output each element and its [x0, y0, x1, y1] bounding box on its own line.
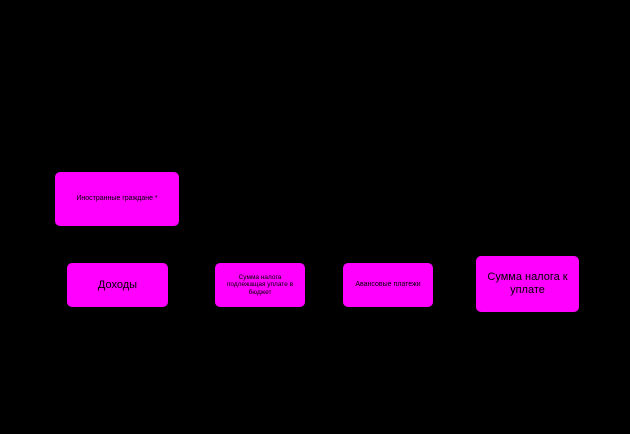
node-tax-payable-to-budget: Сумма налога подлежащая уплате в бюджет — [215, 263, 305, 307]
node-advance-payments-label: Авансовые платежи — [355, 280, 421, 288]
node-income-label: Доходы — [97, 278, 138, 291]
node-income: Доходы — [67, 263, 168, 307]
node-advance-payments: Авансовые платежи — [343, 263, 433, 307]
node-tax-amount-due-label: Сумма налога к уплате — [487, 271, 568, 296]
node-tax-payable-to-budget-label: Сумма налога подлежащая уплате в бюджет — [226, 273, 294, 296]
node-foreign-citizens-label: Иностранные граждане * — [76, 194, 158, 202]
node-tax-amount-due: Сумма налога к уплате — [476, 256, 579, 312]
node-foreign-citizens: Иностранные граждане * — [55, 172, 179, 226]
